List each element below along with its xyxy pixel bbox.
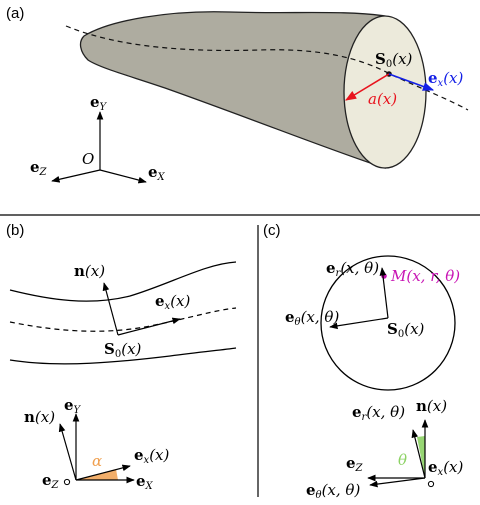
frame-eZ-out-symbol xyxy=(63,478,71,486)
s0-label: S0(x) xyxy=(375,50,413,70)
eZ-axis xyxy=(51,169,101,183)
ex-b-label: ex(x) xyxy=(155,292,190,312)
er-label: er(x, θ) xyxy=(326,259,379,279)
frame-ex-label: ex(x) xyxy=(134,446,169,466)
tube-end-cap xyxy=(343,15,427,169)
radius-label: a(x) xyxy=(368,90,397,108)
frame-n-label: n(x) xyxy=(24,408,55,426)
eZ-label: eZ xyxy=(30,158,48,178)
ex-arrow xyxy=(388,73,435,91)
panel-a: (a) S0(x) a(x) ex(x) eY eX eZ xyxy=(6,5,469,184)
panel-a-tag: (a) xyxy=(6,5,24,22)
fiber-centerline xyxy=(9,307,237,332)
panel-b-tag: (b) xyxy=(6,222,24,239)
ex-label: ex(x) xyxy=(428,69,463,89)
er-arrow xyxy=(379,267,389,319)
ex-b-arrow xyxy=(117,317,181,336)
etheta-arrow xyxy=(329,317,389,330)
frame-eX-label: eX xyxy=(136,472,154,492)
frame-etheta-arrow xyxy=(369,477,426,488)
frame-etheta-label: eθ(x, θ) xyxy=(306,481,360,501)
M-point xyxy=(381,273,387,279)
radius-arrow xyxy=(345,73,390,101)
frame-er-label: er(x, θ) xyxy=(352,403,405,423)
tube-body xyxy=(79,11,386,169)
alpha-label: α xyxy=(92,452,102,470)
fiber-lower-edge xyxy=(9,347,237,365)
s0-c-label: S0(x) xyxy=(387,320,425,340)
eY-label: eY xyxy=(90,93,108,113)
centerline xyxy=(65,25,469,111)
panel-c: (c) M(x, r, θ) er(x, θ) eθ(x, θ) S0(x) e… xyxy=(263,222,463,501)
origin-label: O xyxy=(82,150,94,168)
frame-ex-arrow xyxy=(75,464,131,481)
eX-axis xyxy=(99,169,147,184)
M-label: M(x, r, θ) xyxy=(390,267,460,285)
frame-eZ-label: eZ xyxy=(42,471,60,491)
theta-label: θ xyxy=(398,451,407,469)
frame-n-c-label: n(x) xyxy=(416,397,447,415)
frame-er-arrow xyxy=(411,429,426,479)
panel-c-tag: (c) xyxy=(263,222,281,239)
etheta-label: eθ(x, θ) xyxy=(285,308,339,328)
frame-ex-c-out-symbol xyxy=(427,480,435,488)
n-label: n(x) xyxy=(74,262,105,280)
n-arrow xyxy=(102,282,119,336)
frame-ex-c-label: ex(x) xyxy=(428,458,463,478)
s0-b-label: S0(x) xyxy=(104,340,142,360)
panel-b: (b) n(x) ex(x) S0(x) n(x) eY α xyxy=(6,222,237,492)
frame-n-arrow xyxy=(58,423,77,481)
cross-section-circle xyxy=(320,255,456,391)
fiber-upper-edge xyxy=(9,261,237,302)
theta-wedge xyxy=(417,436,425,478)
frame-eZ-c-label: eZ xyxy=(346,454,364,474)
eX-label: eX xyxy=(148,163,166,183)
frame-eY-label: eY xyxy=(64,396,82,416)
